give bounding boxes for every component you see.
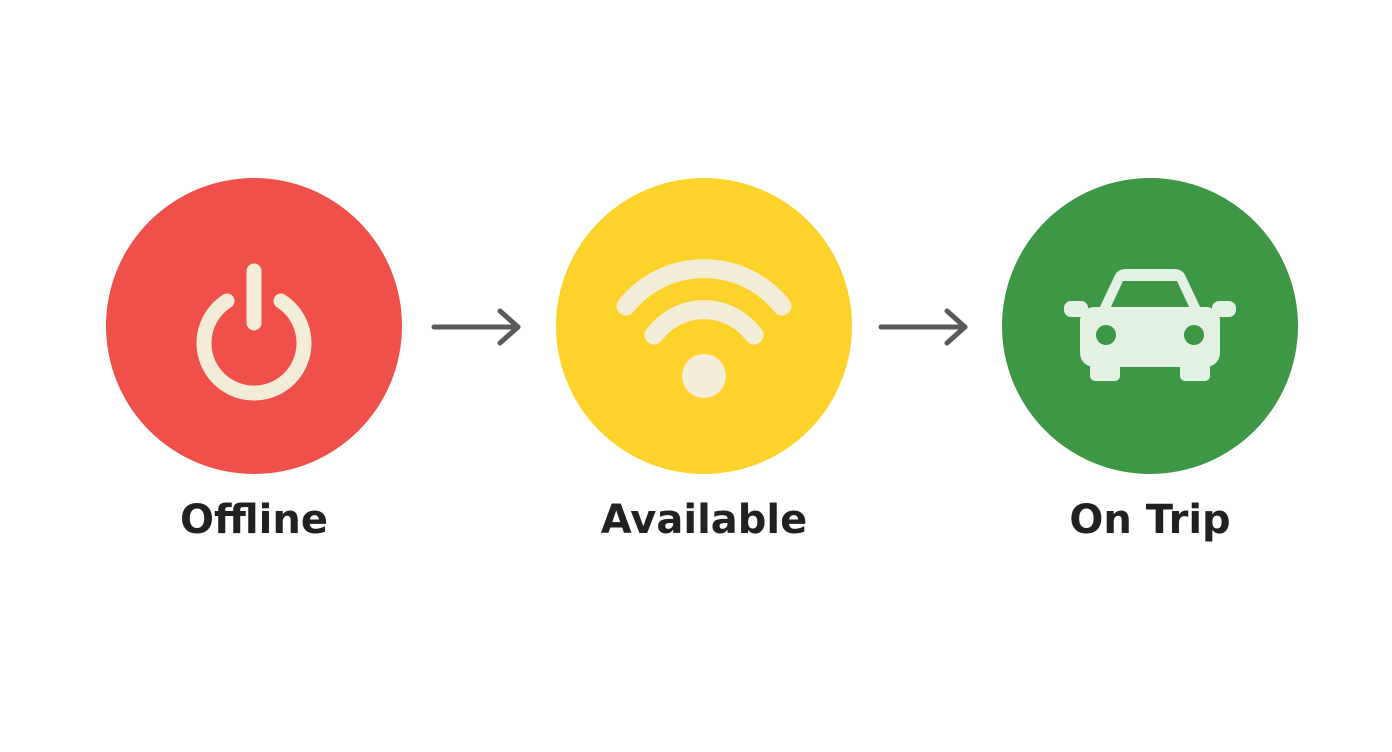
state-ontrip: On Trip: [1002, 178, 1298, 543]
ontrip-label: On Trip: [1069, 497, 1231, 543]
arrow-right-icon: [431, 308, 521, 346]
car-icon: [1064, 269, 1236, 381]
state-available: Available: [556, 178, 852, 543]
available-label: Available: [600, 497, 808, 543]
ontrip-circle: [1002, 178, 1298, 474]
arrow-right-icon: [878, 308, 968, 346]
wifi-icon: [616, 259, 792, 398]
offline-circle: [106, 178, 402, 474]
offline-label: Offline: [180, 497, 328, 543]
power-icon: [196, 263, 312, 401]
available-circle: [556, 178, 852, 474]
state-offline: Offline: [106, 178, 402, 543]
